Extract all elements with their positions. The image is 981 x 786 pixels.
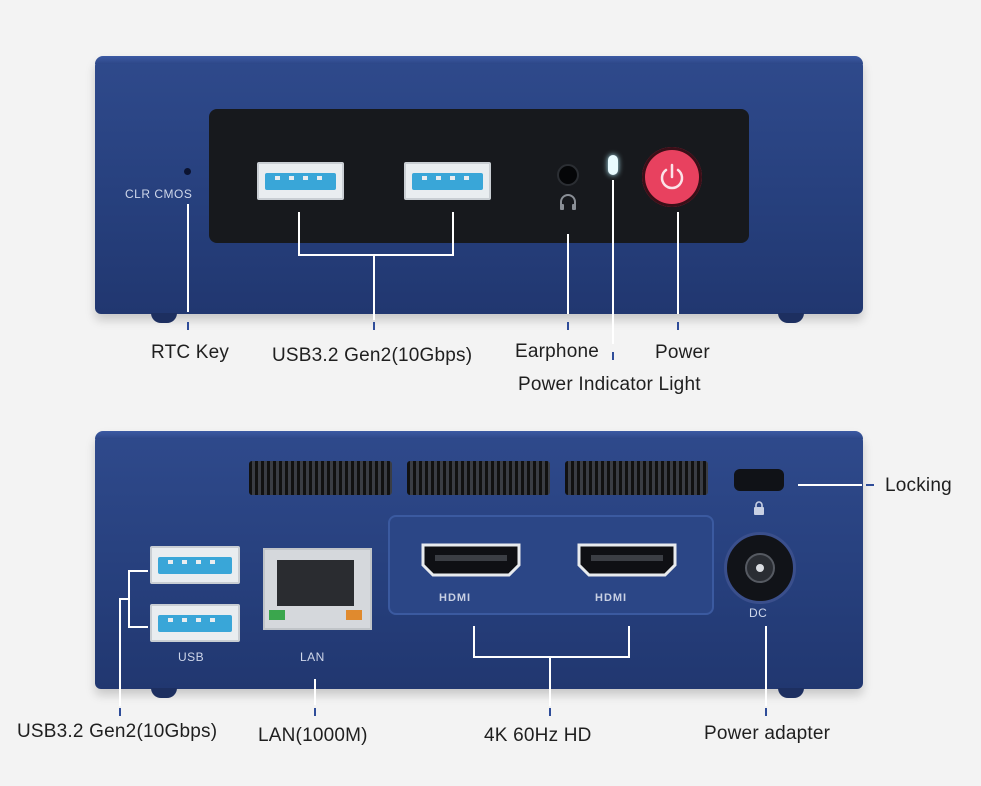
lan-led-green [269, 610, 285, 620]
kensington-lock-slot [734, 469, 784, 491]
power-indicator-led [608, 155, 618, 175]
earphone-callout-line [567, 234, 569, 314]
usb-bracket-bottom [298, 254, 454, 256]
lan-port-opening [277, 560, 354, 606]
back-usb-label: USB3.2 Gen2(10Gbps) [17, 721, 218, 742]
usb-callout-tick [373, 322, 375, 330]
hdmi-bracket-bottom [473, 656, 630, 658]
hdmi-label: 4K 60Hz HD [484, 725, 592, 746]
earphone-jack [557, 164, 579, 186]
hdmi-callout-tick [549, 708, 551, 716]
power-icon [656, 161, 688, 193]
back-usb-callout-line [119, 598, 129, 600]
back-usb-callout-down [119, 598, 121, 706]
back-usb-bracket-top [128, 570, 148, 572]
vent-1 [249, 461, 392, 495]
rtc-key-label: RTC Key [151, 342, 230, 363]
back-usb-bracket-vertical [128, 570, 130, 628]
locking-callout-line [798, 484, 862, 486]
hdmi-bracket-right [628, 626, 630, 658]
usb-callout-line [373, 254, 375, 320]
lan-callout-tick [314, 708, 316, 716]
dc-callout-line [765, 626, 767, 706]
back-foot-right [778, 688, 804, 698]
earphone-callout-tick [567, 322, 569, 330]
front-usb-port-1 [257, 162, 344, 200]
front-usb-label: USB3.2 Gen2(10Gbps) [272, 345, 473, 366]
back-usb-callout-tick [119, 708, 121, 716]
usb-bracket-left [298, 212, 300, 256]
power-indicator-label: Power Indicator Light [518, 374, 701, 395]
earphone-label: Earphone [515, 341, 600, 362]
hdmi-port-2 [577, 543, 677, 577]
rtc-callout-tick [187, 322, 189, 330]
usb-bracket-right [452, 212, 454, 256]
dc-callout-tick [765, 708, 767, 716]
power-callout-tick [677, 322, 679, 330]
clr-cmos-hole [184, 168, 191, 175]
hdmi-port-1-label: HDMI [439, 592, 472, 604]
hdmi-callout-line [549, 656, 551, 706]
hdmi-port-1 [421, 543, 521, 577]
indicator-callout-tick [612, 352, 614, 360]
vent-2 [407, 461, 550, 495]
back-usb-bracket-bottom [128, 626, 148, 628]
headphone-icon [558, 193, 578, 211]
usb-port-label: USB [178, 650, 205, 664]
hdmi-port-2-label: HDMI [595, 592, 628, 604]
hdmi-bracket-left [473, 626, 475, 658]
power-callout-line [677, 212, 679, 314]
lock-icon [753, 501, 765, 515]
back-foot-left [151, 688, 177, 698]
locking-callout-tick [866, 484, 874, 486]
vent-3 [565, 461, 708, 495]
lan-led-orange [346, 610, 362, 620]
back-usb-port-1 [150, 546, 240, 584]
back-usb-port-2 [150, 604, 240, 642]
dc-jack-pin [756, 564, 764, 572]
rtc-callout-line [187, 204, 189, 312]
indicator-callout-line [612, 180, 614, 344]
clr-cmos-label: CLR CMOS [125, 187, 193, 201]
front-foot-left [151, 313, 177, 323]
front-foot-right [778, 313, 804, 323]
locking-label: Locking [885, 475, 952, 496]
lan-callout-line [314, 679, 316, 705]
power-adapter-label: Power adapter [704, 723, 831, 744]
lan-port [263, 548, 372, 630]
front-usb-port-2 [404, 162, 491, 200]
lan-port-label: LAN [300, 650, 325, 664]
power-label: Power [655, 342, 710, 363]
dc-label: DC [749, 606, 768, 620]
lan-label: LAN(1000M) [258, 725, 368, 746]
dc-jack [724, 532, 796, 604]
